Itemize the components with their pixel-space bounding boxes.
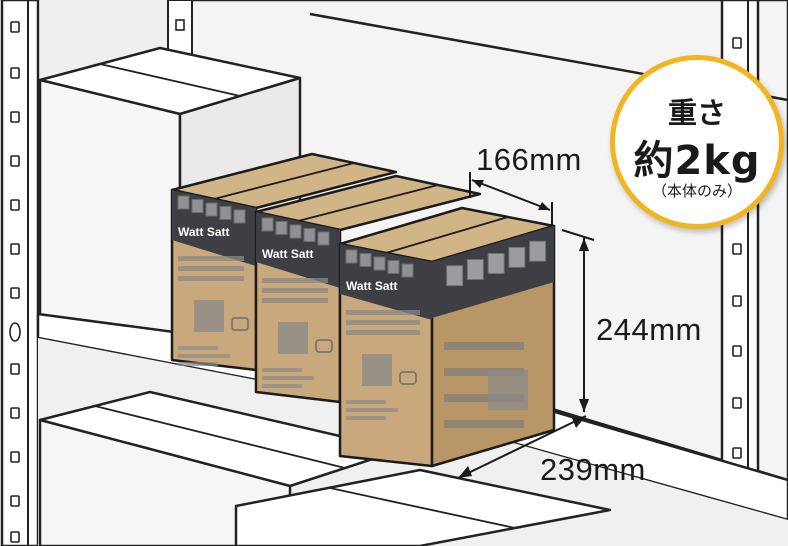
product-box-footer-print: [262, 384, 302, 388]
product-box-print: [178, 256, 244, 261]
product-box-band-cell: [303, 228, 316, 242]
height-arrow-top: [579, 238, 589, 251]
height-dimension-label: 244mm: [596, 312, 702, 347]
product-box-footer-print: [262, 376, 314, 380]
product-box-side-print: [444, 368, 524, 376]
dimension-arrowheads: [458, 180, 589, 478]
depth-dimension-label: 166mm: [476, 142, 582, 177]
width-arrow-right: [572, 416, 586, 428]
product-box-badge: [315, 339, 333, 353]
depth-arrow-left: [472, 180, 484, 188]
shelf-post-left-holes: [9, 21, 21, 543]
product-box-band-cell: [275, 221, 288, 235]
product-box-footer-print: [346, 408, 398, 412]
product-box-badge: [231, 317, 249, 331]
product-box-band-cell: [191, 199, 204, 213]
product-box-side-print: [444, 420, 524, 428]
width-dimension-line: [457, 415, 587, 479]
product-box-footer-print: [178, 354, 230, 358]
product-box-band-cell: [387, 260, 400, 274]
weight-badge-title: 重さ: [667, 96, 726, 130]
weight-badge-note: （本体のみ）: [651, 182, 742, 200]
product-box-print: [346, 330, 420, 335]
product-box: Watt Satt: [170, 152, 398, 372]
width-arrow-left: [458, 466, 472, 478]
product-box-side-panel: [488, 370, 528, 410]
depth-arrow-right: [538, 202, 550, 210]
product-box-band-cell: [317, 231, 330, 246]
product-box-footer-print: [262, 368, 302, 372]
product-box-side-cell: [508, 246, 526, 268]
product-box-band-cell: [373, 256, 386, 271]
product-box-band-cell: [289, 224, 302, 239]
product-box: Watt Satt: [338, 206, 556, 468]
product-box-side-cell: [446, 265, 464, 287]
shelf-post-left: [0, 0, 40, 546]
weight-badge: 重さ 約2kg （本体のみ）: [610, 55, 784, 229]
product-box-band-cell: [401, 263, 414, 278]
product-box-print: [346, 320, 420, 325]
product-box-band-cell: [177, 195, 190, 210]
weight-badge-value: 約2kg: [633, 138, 761, 184]
dimension-lines: [457, 172, 595, 479]
product-box-top-seam: [213, 162, 355, 200]
product-box-print: [262, 278, 328, 283]
depth-dimension-line: [471, 179, 551, 211]
product-box-band-cell: [233, 209, 246, 224]
product-box-brand-label: Watt Satt: [346, 279, 398, 293]
product-box-print: [262, 298, 328, 303]
product-box-side-print: [444, 342, 524, 350]
product-box-side-cell: [487, 252, 505, 274]
product-box-panel: [278, 322, 308, 354]
product-box-panel: [194, 300, 224, 332]
product-box-band-cell: [261, 217, 274, 232]
width-dimension-label: 239mm: [540, 452, 646, 487]
product-box-brand-label: Watt Satt: [178, 225, 230, 239]
product-box-footer-print: [178, 346, 218, 350]
product-box-print: [178, 266, 244, 271]
product-box-band-cell: [205, 202, 218, 217]
product-box-print: [346, 310, 420, 315]
product-box-band-cell: [359, 253, 372, 267]
shelf-post-back-hole: [175, 19, 185, 31]
product-box-brand-label: Watt Satt: [262, 247, 314, 261]
product-box-footer-print: [346, 416, 386, 420]
product-box-print: [262, 288, 328, 293]
product-box-band-cell: [345, 249, 358, 264]
product-box-side-cell: [466, 259, 484, 281]
lower-storage-boxes: [38, 390, 612, 546]
product-box-top-seam: [385, 216, 509, 254]
product-box: Watt Satt: [254, 174, 482, 404]
product-box-side-cell: [529, 240, 547, 262]
product-box-badge: [399, 371, 417, 385]
product-box-footer-print: [178, 362, 218, 366]
height-arrow-bottom: [579, 399, 589, 412]
product-box-print: [178, 276, 244, 281]
height-extension-top: [561, 229, 595, 241]
product-box-panel: [362, 354, 392, 386]
product-box-side-print: [444, 394, 524, 402]
product-box-top-seam: [297, 184, 439, 222]
product-box-band-cell: [219, 206, 232, 220]
product-box-footer-print: [346, 400, 386, 404]
